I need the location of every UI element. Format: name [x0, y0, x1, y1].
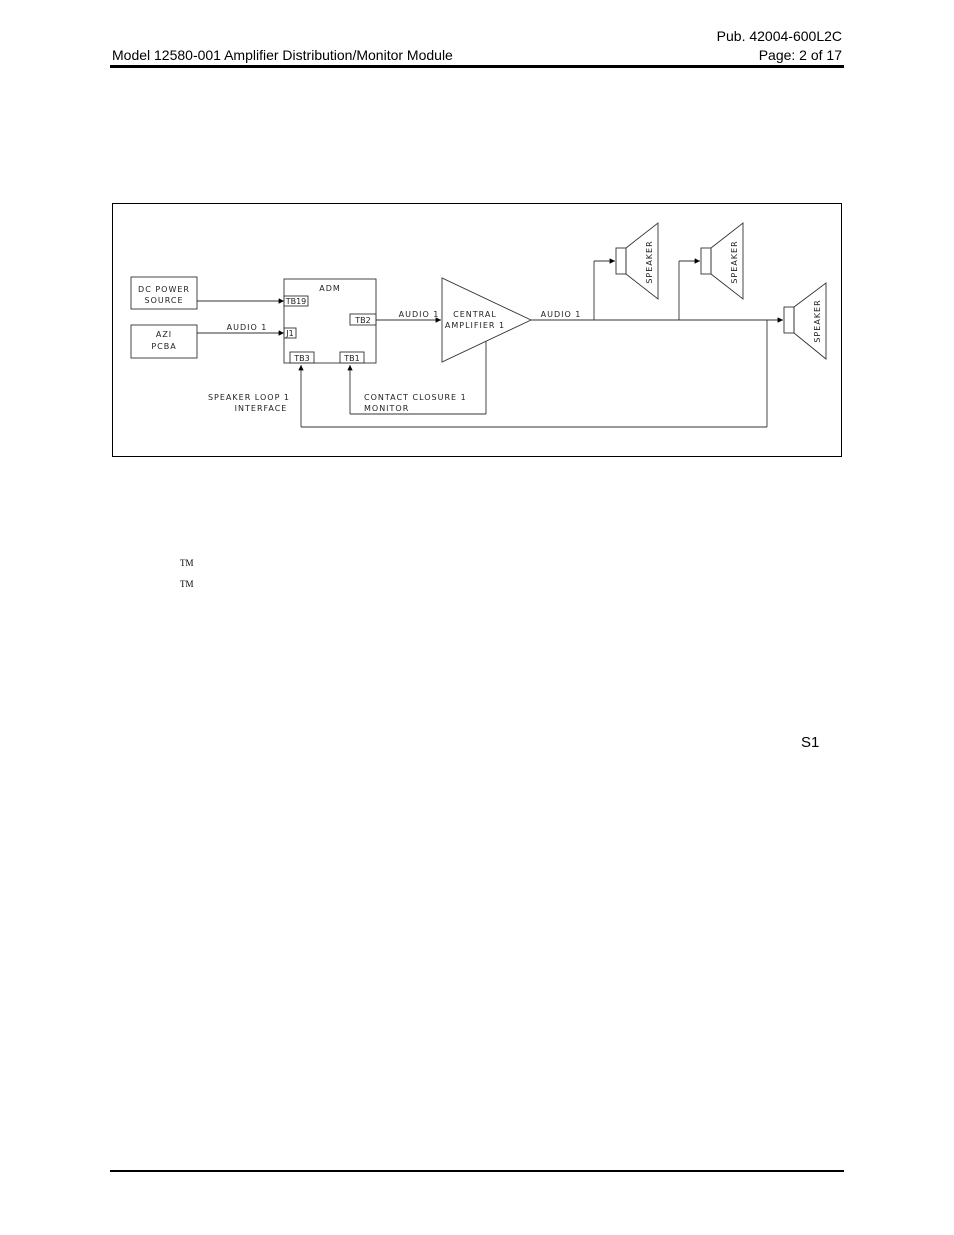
tb19-label: TB19 — [285, 297, 307, 306]
s1-label: S1 — [801, 734, 820, 751]
document-title: Model 12580-001 Amplifier Distribution/M… — [112, 47, 453, 63]
j1-label: J1 — [285, 329, 293, 338]
audio-1-output-label: AUDIO 1 — [541, 310, 582, 319]
dc-power-source-label-2: SOURCE — [144, 296, 183, 305]
trademark-symbol-2: TM — [180, 579, 194, 589]
contact-closure-label-2: MONITOR — [364, 404, 409, 413]
azi-pcba-box — [130, 324, 198, 359]
dc-power-source-label-1: DC POWER — [138, 285, 190, 294]
tb3-terminal — [289, 351, 315, 364]
central-amplifier-symbol — [441, 277, 533, 363]
dc-power-source-box — [130, 276, 198, 310]
speaker-3-magnet — [783, 306, 795, 334]
tb2-label: TB2 — [354, 316, 370, 325]
audio-1-input-label: AUDIO 1 — [227, 323, 268, 332]
speaker-3-cone — [793, 282, 827, 360]
audio-1-mid-label: AUDIO 1 — [399, 310, 440, 319]
speaker-1-cone — [625, 222, 659, 300]
publication-number: Pub. 42004-600L2C — [716, 28, 842, 44]
page-number: Page: 2 of 17 — [758, 47, 842, 63]
footer-rule — [110, 1170, 844, 1172]
tb3-label: TB3 — [293, 354, 309, 363]
contact-closure-label-1: CONTACT CLOSURE 1 — [364, 393, 467, 402]
speaker-2-cone — [710, 222, 744, 300]
speaker-2-label: SPEAKER — [730, 240, 739, 283]
azi-pcba-label-1: AZI — [156, 330, 172, 339]
speaker-1-label: SPEAKER — [645, 240, 654, 283]
azi-pcba-label-2: PCBA — [151, 342, 176, 351]
header-rule — [110, 65, 844, 68]
block-diagram-drawing: DC POWER SOURCE AZI PCBA ADM TB19 J1 TB2… — [130, 222, 827, 428]
speaker-2-magnet — [700, 247, 712, 275]
central-amplifier-label-1: CENTRAL — [453, 310, 497, 319]
speaker-loop-label-1: SPEAKER LOOP 1 — [208, 393, 290, 402]
central-amplifier-label-2: AMPLIFIER 1 — [445, 321, 505, 330]
trademark-symbol-1: TM — [180, 558, 194, 568]
block-diagram: DC POWER SOURCE AZI PCBA ADM TB19 J1 TB2… — [112, 203, 842, 457]
tb1-terminal — [339, 351, 365, 364]
tb2-terminal — [349, 313, 377, 326]
speaker-3-label: SPEAKER — [813, 299, 822, 342]
adm-label: ADM — [319, 284, 341, 293]
speaker-1-magnet — [615, 247, 627, 275]
speaker-loop-label-2: INTERFACE — [235, 404, 288, 413]
tb1-label: TB1 — [343, 354, 359, 363]
